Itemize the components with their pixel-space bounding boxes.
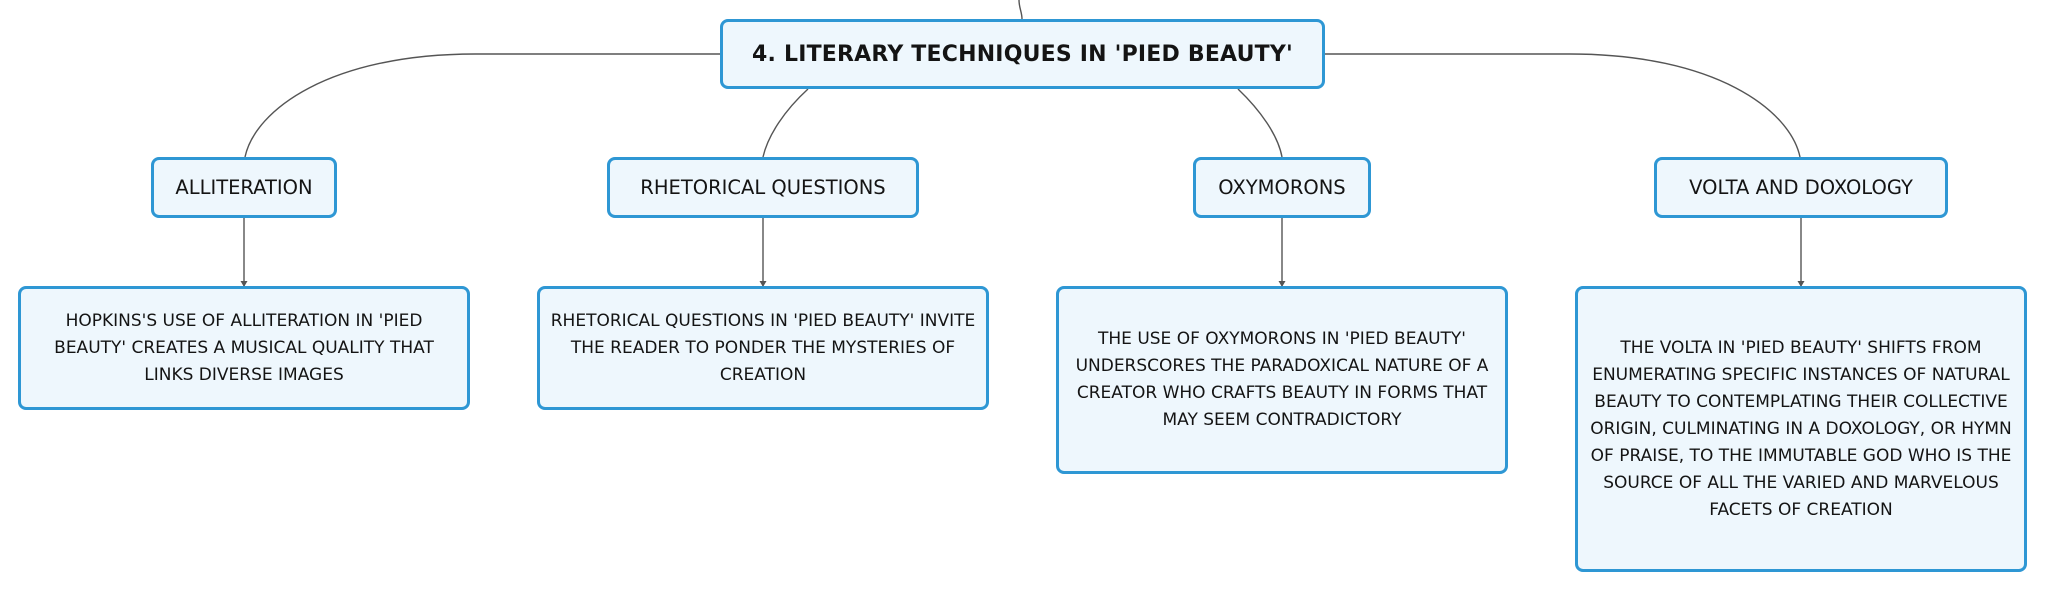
desc-node-rhetorical-questions[interactable]: RHETORICAL QUESTIONS IN 'PIED BEAUTY' IN… [537, 286, 989, 410]
connector-root-volta-doxology [1325, 53, 1801, 158]
topic-node-alliteration[interactable]: ALLITERATION [151, 157, 337, 218]
arrowhead [1797, 281, 1805, 287]
desc-text-volta-doxology: THE VOLTA IN 'PIED BEAUTY' SHIFTS FROM E… [1590, 337, 2012, 520]
connector-root-oxymorons [1237, 88, 1283, 158]
topic-node-rhetorical-questions[interactable]: RHETORICAL QUESTIONS [607, 157, 919, 218]
connector-root-rhetorical-questions [762, 88, 809, 158]
desc-node-oxymorons[interactable]: THE USE OF OXYMORONS IN 'PIED BEAUTY' UN… [1056, 286, 1508, 474]
arrowhead [759, 281, 767, 287]
desc-text-oxymorons: THE USE OF OXYMORONS IN 'PIED BEAUTY' UN… [1075, 329, 1489, 430]
desc-node-alliteration[interactable]: HOPKINS'S USE OF ALLITERATION IN 'PIED B… [18, 286, 470, 410]
connector-root-alliteration [244, 53, 720, 158]
desc-text-alliteration: HOPKINS'S USE OF ALLITERATION IN 'PIED B… [54, 310, 434, 385]
connector-to-parent [1018, 0, 1023, 20]
topic-label-oxymorons: OXYMORONS [1218, 176, 1346, 199]
arrowhead [240, 281, 248, 287]
topic-label-rhetorical-questions: RHETORICAL QUESTIONS [640, 176, 886, 199]
topic-label-alliteration: ALLITERATION [175, 176, 313, 199]
topic-node-volta-doxology[interactable]: VOLTA AND DOXOLOGY [1654, 157, 1948, 218]
arrowhead [1278, 281, 1286, 287]
topic-label-volta-doxology: VOLTA AND DOXOLOGY [1689, 176, 1913, 199]
root-topic-node[interactable]: 4. LITERARY TECHNIQUES IN 'PIED BEAUTY' [720, 19, 1325, 89]
desc-text-rhetorical-questions: RHETORICAL QUESTIONS IN 'PIED BEAUTY' IN… [550, 310, 976, 385]
topic-node-oxymorons[interactable]: OXYMORONS [1193, 157, 1371, 218]
desc-node-volta-doxology[interactable]: THE VOLTA IN 'PIED BEAUTY' SHIFTS FROM E… [1575, 286, 2027, 572]
root-topic-label: 4. LITERARY TECHNIQUES IN 'PIED BEAUTY' [752, 41, 1293, 67]
